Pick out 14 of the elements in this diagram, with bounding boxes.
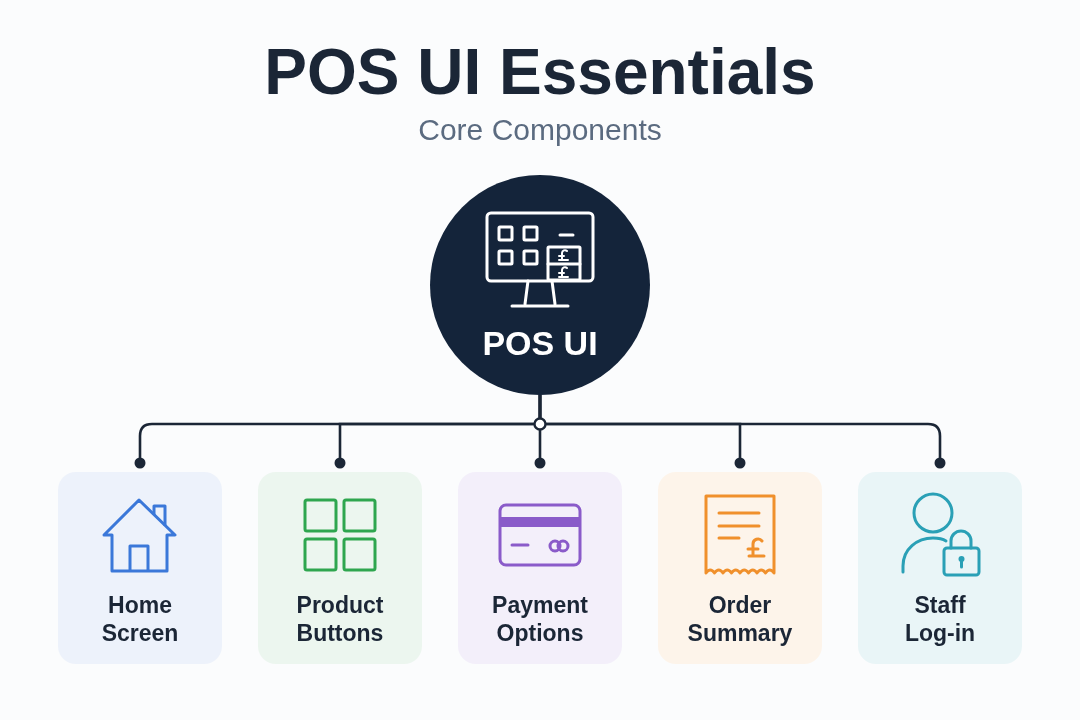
- card-label: Staff Log-in: [904, 591, 976, 647]
- component-card: [858, 472, 1022, 664]
- component-card: [58, 472, 222, 664]
- node-label: POS UI: [482, 326, 598, 360]
- component-card: [458, 472, 622, 664]
- card-label: Order Summary: [687, 591, 793, 647]
- title: POS UI Essentials: [264, 40, 816, 104]
- subtitle: Core Components: [418, 115, 662, 145]
- component-card: [658, 472, 822, 664]
- component-card: [258, 472, 422, 664]
- card-label: Home Screen: [101, 591, 179, 647]
- card-label: Payment Options: [492, 591, 588, 647]
- card-label: Product Buttons: [296, 591, 384, 647]
- connector-line: [538, 393, 946, 469]
